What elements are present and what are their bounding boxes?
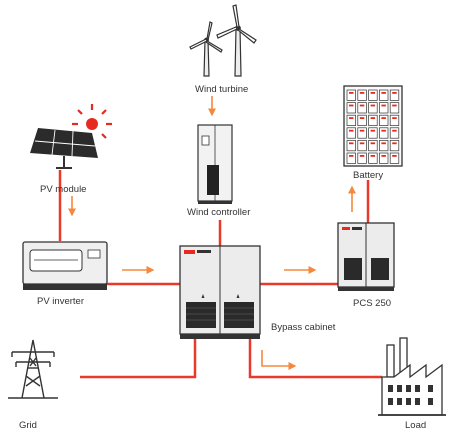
battery-cell-terminal [381, 142, 386, 145]
label-pcs: PCS 250 [353, 298, 392, 309]
battery-cell [346, 140, 356, 152]
battery-cell [379, 140, 389, 152]
battery-cell [357, 114, 367, 126]
battery-cell [357, 152, 367, 164]
battery-cell-terminal [381, 117, 386, 119]
battery-cell [379, 127, 389, 139]
battery-cell [346, 127, 356, 139]
label-pv-inverter: PV inverter [37, 296, 84, 307]
battery-cell-terminal [370, 155, 376, 157]
arrow-to-load [261, 350, 297, 370]
wind-controller-icon [197, 124, 233, 204]
battery-cell [368, 127, 378, 139]
battery-cell-terminal [370, 129, 376, 132]
battery-cell [379, 89, 389, 101]
battery-cell-terminal [370, 92, 376, 94]
pylon-icon [8, 339, 58, 399]
battery-cell [389, 102, 400, 114]
battery-cell [346, 114, 356, 126]
battery-cell [368, 102, 378, 114]
battery-cell-terminal [392, 155, 397, 157]
battery-cell [357, 102, 367, 114]
battery-cell-terminal [349, 155, 354, 157]
battery-cell [346, 89, 356, 101]
battery-cell-terminal [392, 117, 397, 119]
battery-cell [389, 89, 400, 101]
battery-cell-terminal [349, 129, 354, 132]
label-wind-controller: Wind controller [187, 207, 251, 218]
label-bypass-cabinet: Bypass cabinet [271, 322, 336, 333]
line-grid-to-cabinet [80, 339, 197, 379]
battery-cell [368, 114, 378, 126]
label-grid: Grid [19, 420, 37, 431]
pcs-icon [337, 222, 395, 291]
bypass-cabinet-icon [179, 245, 261, 339]
battery-cell [379, 102, 389, 114]
solar-panel-icon [30, 128, 98, 169]
battery-cell-terminal [392, 92, 397, 94]
battery-cell [368, 89, 378, 101]
battery-cell-terminal [349, 92, 354, 94]
wind-turbine-icon [189, 4, 257, 77]
battery-cell-terminal [359, 92, 365, 94]
battery-cell-terminal [370, 104, 376, 107]
battery-cell [357, 89, 367, 101]
battery-cell-terminal [392, 142, 397, 145]
battery-cell [389, 127, 400, 139]
battery-cell [357, 140, 367, 152]
battery-cell-terminal [381, 129, 386, 132]
battery-cell [346, 152, 356, 164]
battery-cell [389, 140, 400, 152]
battery-cell [368, 152, 378, 164]
battery-cell [389, 152, 400, 164]
battery-cell-terminal [359, 155, 365, 157]
battery-cell [379, 114, 389, 126]
factory-icon [378, 337, 446, 416]
pv-inverter-icon [22, 241, 108, 290]
battery-cell [357, 127, 367, 139]
label-wind-turbine: Wind turbine [195, 84, 249, 95]
battery-cell-terminal [381, 155, 386, 157]
battery-cell-terminal [349, 117, 354, 119]
battery-cell-terminal [349, 104, 354, 107]
battery-cell-terminal [359, 129, 365, 132]
line-cabinet-to-load [248, 339, 382, 379]
battery-cell-terminal [370, 142, 376, 145]
label-battery: Battery [353, 170, 384, 181]
battery-cell [389, 114, 400, 126]
battery-cell [379, 152, 389, 164]
battery-cell [346, 102, 356, 114]
battery-cell-terminal [349, 142, 354, 145]
battery-cell-terminal [359, 104, 365, 107]
battery-cell-terminal [392, 104, 397, 107]
connection-lines [58, 170, 382, 379]
battery-cell [368, 140, 378, 152]
battery-cell-terminal [359, 117, 365, 119]
battery-cell-terminal [381, 92, 386, 94]
battery-cell-terminal [370, 117, 376, 119]
battery-cell-terminal [359, 142, 365, 145]
battery-rack-icon [343, 85, 403, 167]
flow-arrows [68, 96, 356, 370]
battery-cell-terminal [381, 104, 386, 107]
battery-cell-terminal [392, 129, 397, 132]
label-pv-module: PV module [40, 184, 87, 195]
label-load: Load [405, 420, 427, 431]
